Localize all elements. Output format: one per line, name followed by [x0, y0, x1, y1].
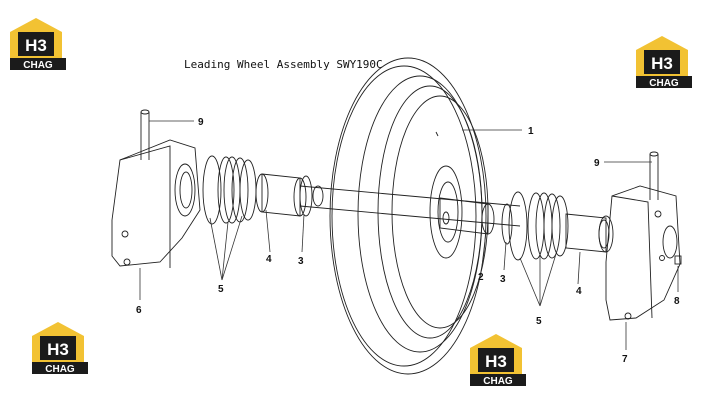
callout-4-right: 4: [576, 286, 582, 297]
logo-bottom-center: H3 CHAG: [470, 334, 526, 387]
idler-wheel: [329, 57, 495, 375]
callout-7: 7: [622, 354, 628, 365]
left-ring: [299, 175, 313, 217]
right-bracket: [605, 151, 682, 321]
logo-text: CHAG: [649, 78, 679, 89]
callout-5-left: 5: [218, 284, 224, 295]
callout-3-left: 3: [298, 256, 304, 267]
leader-lines: [139, 120, 679, 350]
logo-top-left: H3 CHAG: [10, 18, 66, 71]
callout-9-right: 9: [594, 158, 600, 169]
callout-1: 1: [528, 126, 534, 137]
logo-text: CHAG: [23, 60, 53, 71]
logo-bottom-left: H3 CHAG: [32, 322, 88, 375]
right-sleeve: [565, 213, 614, 253]
logo-text: CHAG: [483, 376, 513, 387]
callout-9-left: 9: [198, 117, 204, 128]
logo-mark: H3: [651, 54, 673, 73]
logo-text: CHAG: [45, 364, 75, 375]
logo-mark: H3: [47, 340, 69, 359]
callout-8: 8: [674, 296, 680, 307]
logo-mark: H3: [485, 352, 507, 371]
callout-6: 6: [136, 305, 142, 316]
left-sleeve: [255, 173, 307, 217]
callout-3-right: 3: [500, 274, 506, 285]
callout-5-right: 5: [536, 316, 542, 327]
callout-2: 2: [478, 272, 484, 283]
logo-mark: H3: [25, 36, 47, 55]
axle-shaft: [299, 185, 521, 227]
right-seal-set: [508, 191, 569, 261]
left-seal-set: [202, 155, 257, 225]
left-bracket: [111, 109, 201, 268]
diagram-title: Leading Wheel Assembly SWY190C: [184, 58, 383, 71]
logo-top-right: H3 CHAG: [636, 36, 692, 89]
right-ring: [501, 203, 513, 245]
callout-4-left: 4: [266, 254, 272, 265]
